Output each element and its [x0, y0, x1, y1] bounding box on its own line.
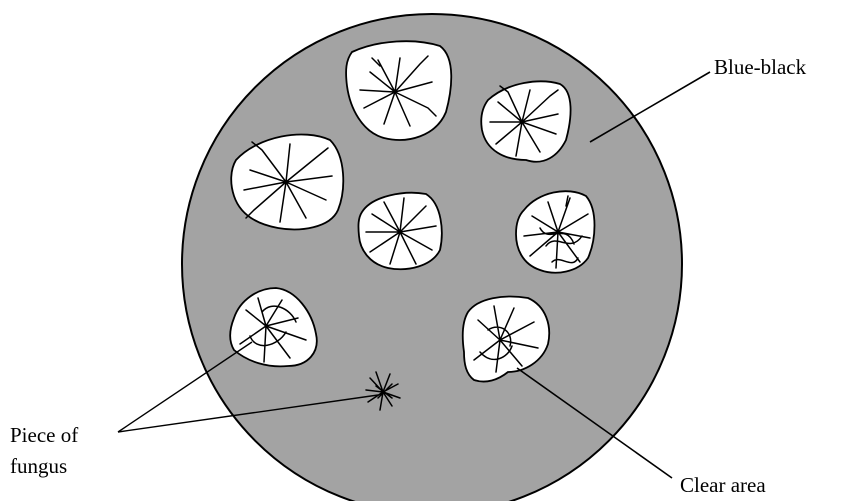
- label-piece-of-fungus-line1: Piece of: [10, 423, 78, 447]
- label-clear-area: Clear area: [680, 473, 766, 497]
- label-piece-of-fungus-line2: fungus: [10, 454, 67, 478]
- clear-area-4: [358, 193, 441, 269]
- clear-area-3: [231, 134, 343, 229]
- label-blue-black: Blue-black: [714, 55, 807, 79]
